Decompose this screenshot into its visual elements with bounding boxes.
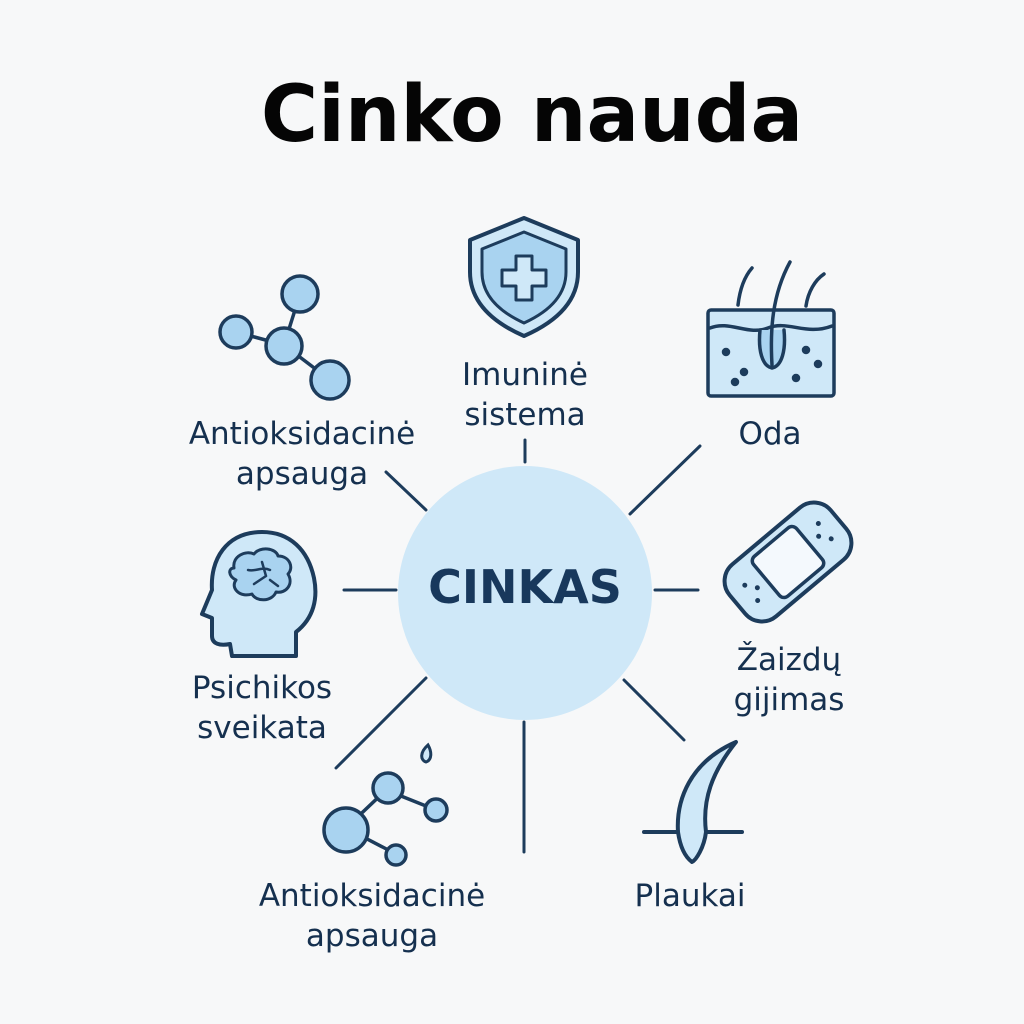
label-line: Žaizdų xyxy=(736,642,842,678)
label-line: Psichikos xyxy=(191,670,333,706)
label-line: Imuninė xyxy=(462,357,588,393)
label-line: Plaukai xyxy=(634,878,746,914)
label-mental-health: Psichikos sveikata xyxy=(162,668,362,748)
label-line: Oda xyxy=(738,416,802,452)
shield-cross-icon xyxy=(468,216,580,338)
label-line: apsauga xyxy=(235,456,369,492)
label-antioxidant-bottom: Antioksidacinė apsauga xyxy=(222,876,522,956)
label-line: apsauga xyxy=(305,918,439,954)
connector-skin xyxy=(628,444,702,516)
label-immune-system: Imuninė sistema xyxy=(425,355,625,435)
zinc-hub-circle xyxy=(398,466,652,720)
connector-antioxidant-top xyxy=(384,470,428,512)
label-antioxidant-top: Antioksidacinė apsauga xyxy=(152,414,452,494)
molecule-icon xyxy=(218,274,351,401)
label-line: Antioksidacinė xyxy=(188,416,416,452)
label-hair: Plaukai xyxy=(610,876,770,916)
label-line: sistema xyxy=(464,397,586,433)
hub-label: CINKAS xyxy=(428,560,622,614)
head-brain-icon xyxy=(200,530,318,658)
bandage-icon xyxy=(722,500,854,624)
molecule-icon xyxy=(322,742,449,867)
label-line: Antioksidacinė xyxy=(258,878,486,914)
label-line: gijimas xyxy=(733,682,845,718)
label-skin: Oda xyxy=(700,414,840,454)
label-line: sveikata xyxy=(197,710,327,746)
connector-antioxidant-bottom xyxy=(334,676,428,770)
page-title: Cinko nauda xyxy=(260,70,804,160)
skin-hair-follicle-icon xyxy=(706,260,836,398)
label-wound-healing: Žaizdų gijimas xyxy=(700,640,878,720)
hair-strand-icon xyxy=(642,740,744,864)
connector-hair xyxy=(622,678,686,742)
